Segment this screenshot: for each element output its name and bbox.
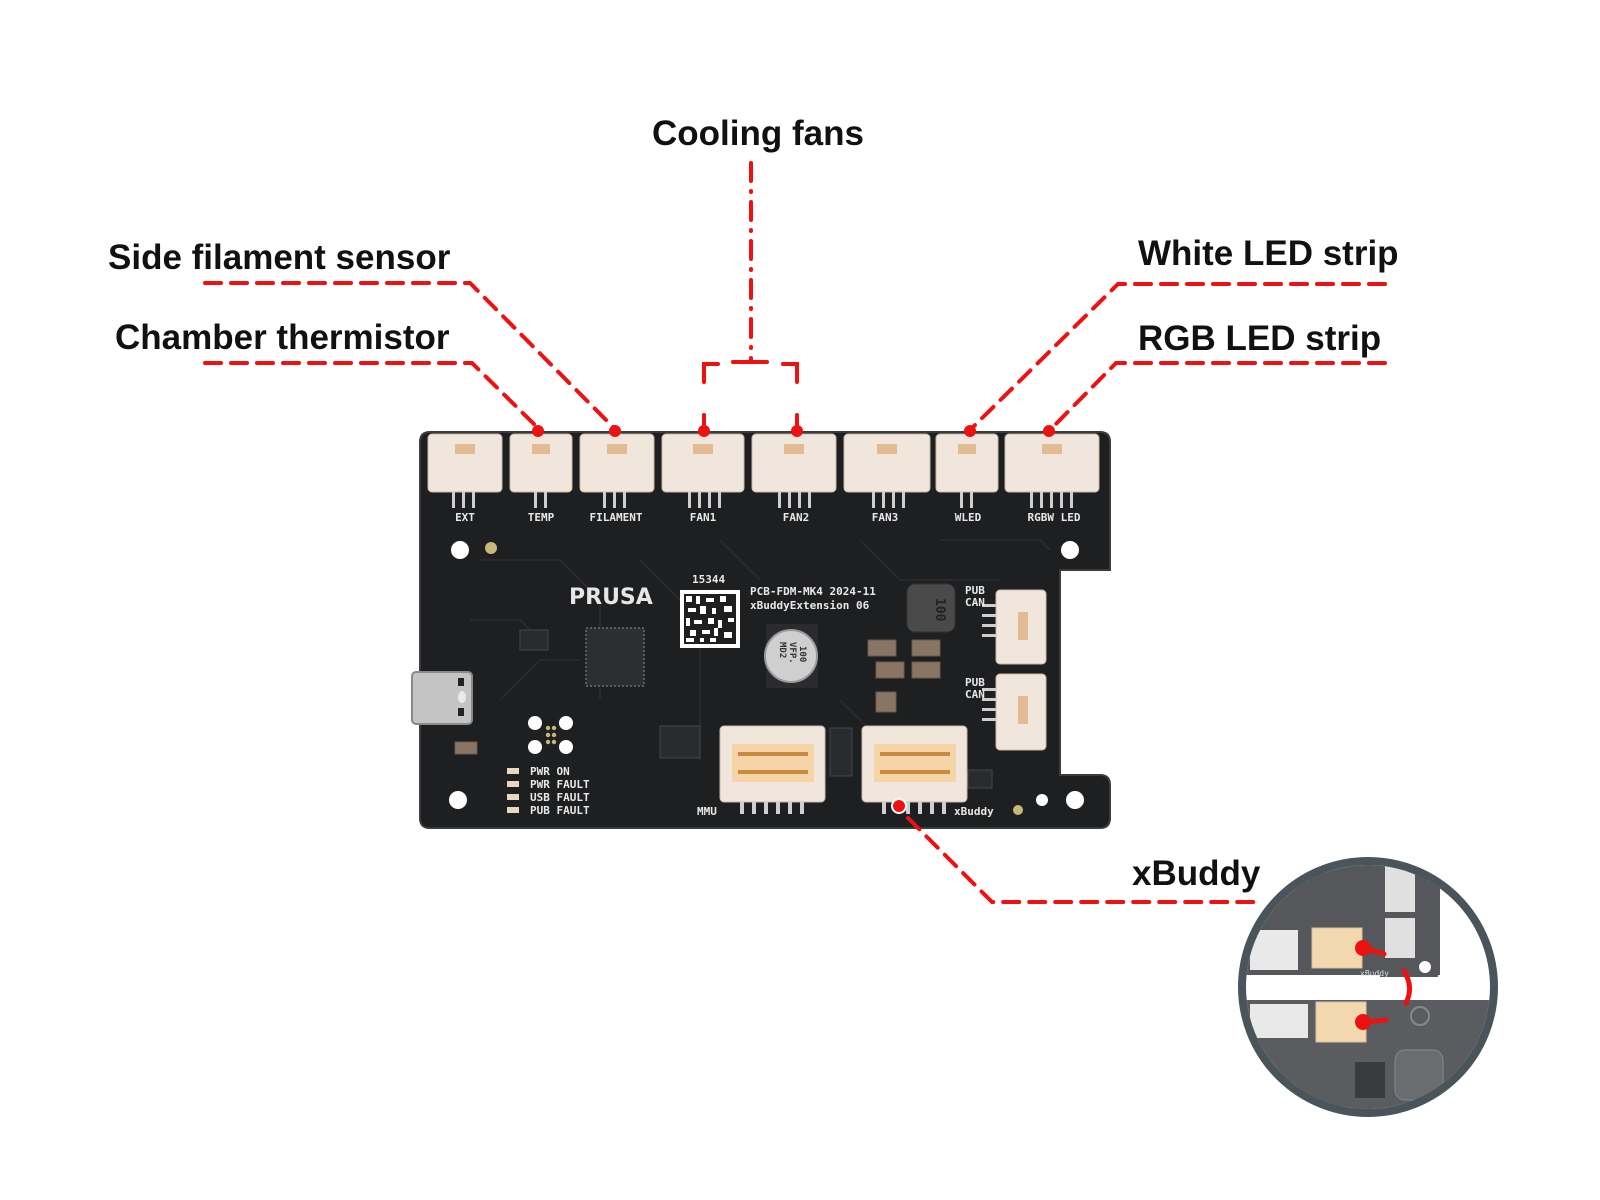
inset-upper-connector [1311, 927, 1363, 969]
small-ics [519, 629, 993, 789]
capacitor-text-3: MD2 [777, 642, 787, 658]
label-xbuddy: xBuddy [1132, 854, 1261, 893]
label-rgb-led-strip: RGB LED strip [1138, 319, 1382, 358]
pub-can-pins [982, 604, 996, 721]
pcb-id: PCB-FDM-MK4 2024-11 [750, 585, 876, 598]
status-leds [507, 768, 519, 813]
mounting-hole [449, 791, 467, 809]
connector-pub-can-2 [995, 673, 1047, 751]
inductor-text: 100 [932, 598, 947, 622]
silk-rgbw-led: RGBW LED [1028, 511, 1081, 524]
mounting-hole-small [1036, 794, 1048, 806]
usb-c-port [411, 671, 473, 725]
connector-ext [427, 433, 503, 493]
callout-lines [203, 161, 1387, 904]
inset-silk-xbuddy: xBuddy [1360, 969, 1389, 978]
silk-xbuddy: xBuddy [954, 805, 994, 818]
connector-pins [452, 492, 1073, 508]
inset-ring [1238, 857, 1498, 1117]
callout-line-fans-left-corner [702, 362, 720, 384]
pcb-board: EXT TEMP FILAMENT FAN1 FAN2 FAN3 WLED RG… [411, 431, 1111, 829]
silk-pub-can-1: PUB [965, 584, 985, 597]
silk-wled: WLED [955, 511, 982, 524]
bottom-connector-pins [740, 802, 946, 814]
label-side-filament-sensor: Side filament sensor [108, 238, 451, 277]
silk-fan3: FAN3 [872, 511, 899, 524]
serial-number: 15344 [692, 573, 725, 586]
callout-line-fans-right-corner [781, 362, 799, 384]
silk-filament: FILAMENT [590, 511, 643, 524]
pcb-name: xBuddyExtension 06 [750, 599, 870, 612]
capacitor: 100 VFP. MD2 [764, 624, 818, 688]
capacitor-text-2: VFP. [787, 642, 797, 664]
label-white-led-strip: White LED strip [1138, 234, 1399, 273]
dot-xbuddy [891, 798, 907, 814]
silk-mmu: MMU [697, 805, 717, 818]
callout-line-rgb [1048, 361, 1387, 432]
led-label-pub-fault: PUB FAULT [530, 804, 590, 817]
datamatrix-code [680, 590, 740, 648]
brand-logo: PRUSA [569, 585, 653, 610]
led-label-usb-fault: USB FAULT [530, 791, 590, 804]
gold-pads [545, 725, 557, 745]
mounting-hole [1061, 541, 1079, 559]
led-label-pwr-fault: PWR FAULT [530, 778, 590, 791]
silk-fan1: FAN1 [690, 511, 717, 524]
label-cooling-fans: Cooling fans [652, 114, 864, 153]
connector-wled [935, 433, 999, 493]
silk-pub-can-2b: CAN [965, 688, 985, 701]
silk-fan2: FAN2 [783, 511, 810, 524]
silk-pub-can-1b: CAN [965, 596, 985, 609]
silk-pub-can-2: PUB [965, 676, 985, 689]
connector-temp [509, 433, 573, 493]
inset-magnifier: xBuddy [1238, 857, 1498, 1117]
callout-line-thermistor [203, 361, 540, 430]
label-chamber-thermistor: Chamber thermistor [115, 318, 450, 357]
dot-wled [964, 425, 976, 437]
connector-fan1 [661, 433, 745, 493]
callout-line-wled [968, 282, 1387, 432]
connector-rgbw-led [1004, 433, 1100, 493]
dot-rgbw [1043, 425, 1055, 437]
connector-fan2 [751, 433, 837, 493]
mounting-hole [1066, 791, 1084, 809]
mcu-chip [585, 627, 645, 687]
top-connectors [427, 433, 1100, 493]
connector-latches [455, 444, 1062, 454]
connector-filament [579, 433, 655, 493]
capacitor-text-1: 100 [797, 646, 807, 662]
test-pad [1013, 805, 1023, 815]
connector-mmu [719, 725, 826, 803]
callout-dots [532, 425, 1055, 814]
connector-pub-can-1 [995, 589, 1047, 665]
callout-line-filament [203, 281, 616, 430]
ceramic-capacitors [454, 639, 941, 755]
dot-temp [532, 425, 544, 437]
inductor: 100 [906, 583, 956, 633]
dot-filament [609, 425, 621, 437]
led-label-pwr-on: PWR ON [530, 765, 570, 778]
callout-line-xbuddy [906, 816, 1257, 904]
test-point-cluster [528, 716, 573, 754]
connector-xbuddy [861, 725, 968, 803]
silk-temp: TEMP [528, 511, 555, 524]
dot-fan1 [698, 425, 710, 437]
connector-fan3 [843, 433, 931, 493]
test-pad [485, 542, 497, 554]
dot-fan2 [791, 425, 803, 437]
mounting-hole [451, 541, 469, 559]
silk-ext: EXT [455, 511, 475, 524]
